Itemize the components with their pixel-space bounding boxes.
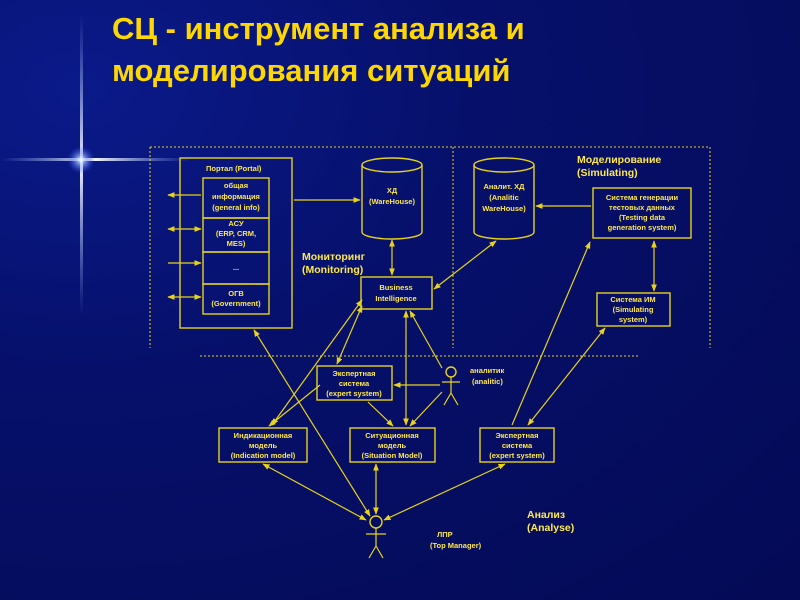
expert-system-box-2: Экспертная система (expert system) [479, 427, 555, 463]
svg-text:(Indication model): (Indication model) [231, 451, 296, 460]
business-intelligence-box: Business Intelligence [360, 276, 433, 310]
svg-text:Экспертная: Экспертная [332, 369, 375, 378]
svg-text:(Analitic: (Analitic [489, 193, 519, 202]
svg-text:Индикационная: Индикационная [234, 431, 293, 440]
svg-text:(analitic): (analitic) [472, 377, 503, 386]
situation-model-box: Ситуационная модель (Situation Model) [349, 427, 436, 463]
svg-text:...: ... [233, 263, 239, 272]
test-data-generation-box: Система генерации тестовых данных (Testi… [592, 187, 692, 239]
svg-text:Аналит. ХД: Аналит. ХД [483, 182, 525, 191]
slide-title: СЦ - инструмент анализа и моделирования … [112, 8, 772, 92]
svg-text:(Analyse): (Analyse) [527, 522, 574, 534]
top-manager-actor: ЛПР (Top Manager) [366, 515, 482, 559]
svg-text:Ситуационная: Ситуационная [365, 431, 419, 440]
svg-text:(Monitoring): (Monitoring) [302, 264, 363, 276]
svg-text:модель: модель [378, 441, 407, 450]
svg-text:(ERP, CRM,: (ERP, CRM, [216, 229, 256, 238]
region-label-simulating: Моделирование [577, 154, 661, 166]
svg-text:система: система [339, 379, 370, 388]
svg-text:Экспертная: Экспертная [495, 431, 538, 440]
svg-text:тестовых данных: тестовых данных [609, 203, 676, 212]
expert-system-box-1: Экспертная система (expert system) [316, 365, 393, 401]
svg-text:система: система [502, 441, 533, 450]
svg-text:(Simulating: (Simulating [613, 305, 654, 314]
svg-text:system): system) [619, 315, 648, 324]
svg-text:(expert system): (expert system) [326, 389, 382, 398]
svg-text:(Testing data: (Testing data [619, 213, 666, 222]
svg-text:MES): MES) [227, 239, 246, 248]
svg-text:(WareHouse): (WareHouse) [369, 197, 415, 206]
svg-text:АСУ: АСУ [228, 219, 244, 228]
svg-text:WareHouse): WareHouse) [482, 204, 526, 213]
svg-text:generation system): generation system) [608, 223, 677, 232]
svg-text:(Situation Model): (Situation Model) [362, 451, 423, 460]
svg-text:ЛПР: ЛПР [437, 530, 453, 539]
slide-title-line-1: СЦ - инструмент анализа и [112, 11, 525, 46]
analytic-warehouse-cylinder: Аналит. ХД (Analitic WareHouse) [473, 157, 535, 240]
svg-text:ОГВ: ОГВ [228, 289, 244, 298]
indication-model-box: Индикационная модель (Indication model) [218, 427, 308, 463]
analyst-actor: аналитик (analitic) [442, 366, 505, 406]
svg-text:(expert system): (expert system) [489, 451, 545, 460]
simulating-system-box: Система ИМ (Simulating system) [596, 292, 671, 327]
portal-block: Портал (Portal) общая информация (genera… [179, 157, 293, 329]
connectors [253, 197, 657, 521]
svg-text:модель: модель [249, 441, 278, 450]
slide-title-line-2: моделирования ситуаций [112, 53, 511, 88]
svg-text:Система генерации: Система генерации [606, 193, 679, 202]
portal-title: Портал (Portal) [206, 164, 262, 173]
svg-text:(Simulating): (Simulating) [577, 167, 638, 179]
svg-text:Business: Business [379, 283, 412, 292]
svg-text:(general info): (general info) [212, 203, 260, 212]
svg-text:информация: информация [212, 192, 260, 201]
warehouse-cylinder: ХД (WareHouse) [361, 157, 423, 240]
svg-text:Система ИМ: Система ИМ [610, 295, 655, 304]
svg-text:(Government): (Government) [211, 299, 261, 308]
region-label-monitoring: Мониторинг [302, 251, 366, 263]
svg-text:аналитик: аналитик [470, 366, 505, 375]
region-label-analyse: Анализ [527, 509, 565, 521]
svg-text:ХД: ХД [387, 186, 398, 195]
svg-text:(Top Manager): (Top Manager) [430, 541, 482, 550]
svg-text:Intelligence: Intelligence [375, 294, 416, 303]
svg-text:общая: общая [224, 181, 248, 190]
